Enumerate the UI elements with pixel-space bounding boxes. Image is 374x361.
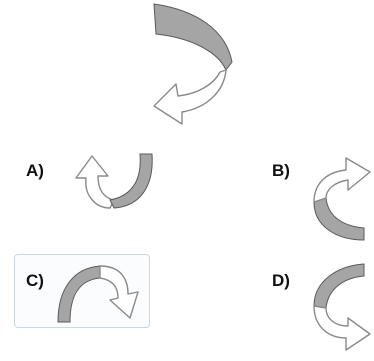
curved-arrow-icon: [300, 150, 374, 246]
curved-arrow-icon: [300, 262, 374, 358]
curved-arrow-icon: [52, 258, 148, 326]
option-b-label[interactable]: B): [272, 162, 290, 179]
option-a-label[interactable]: A): [26, 162, 44, 179]
option-a-figure[interactable]: [62, 150, 158, 216]
option-d-figure[interactable]: [300, 262, 374, 358]
curved-arrow-icon: [140, 0, 240, 140]
option-d-label[interactable]: D): [272, 272, 290, 289]
option-c-figure[interactable]: [52, 258, 148, 326]
curved-arrow-icon: [62, 150, 158, 216]
question-figure: [140, 0, 240, 140]
option-b-figure[interactable]: [300, 150, 374, 246]
option-c-label[interactable]: C): [26, 272, 44, 289]
